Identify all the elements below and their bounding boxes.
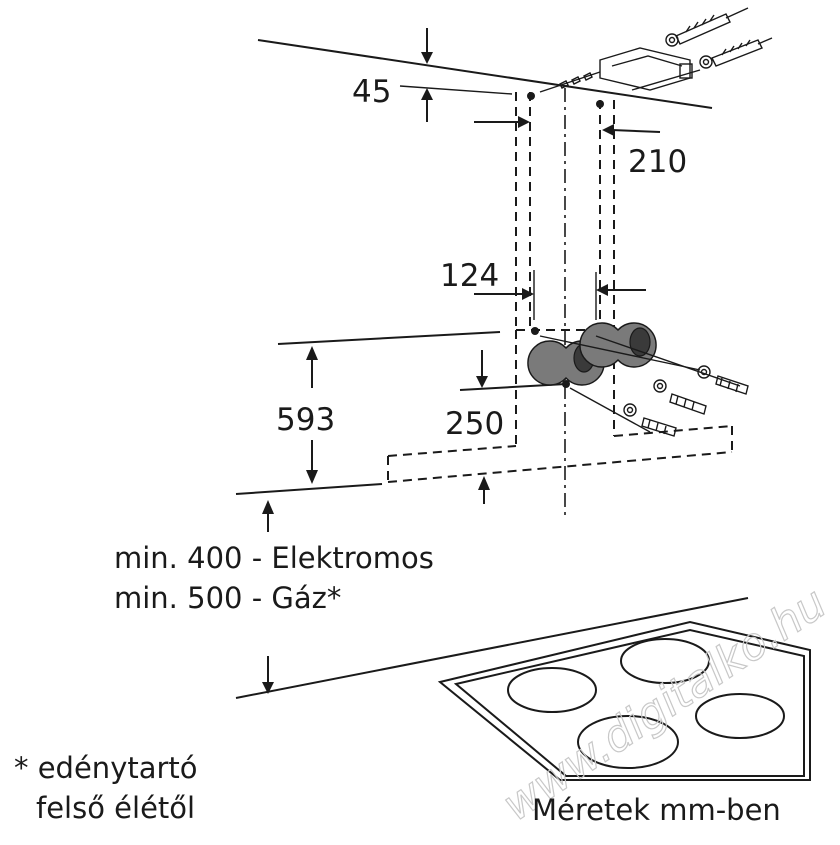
dim-45-top-arrow: [421, 52, 433, 64]
clearance-electric: min. 400 - Elektromos: [114, 541, 434, 575]
upper-screw-right: [596, 100, 604, 108]
dim-210-label: 210: [628, 144, 687, 180]
burner-front: [577, 715, 679, 769]
hood-canopy-left: [387, 445, 517, 457]
clearance-hood-arrow: [478, 476, 490, 490]
upper-screw-left: [527, 92, 535, 100]
burner-back: [620, 638, 710, 684]
dim-45-bottom-arrow: [421, 88, 433, 100]
burner-left: [507, 667, 597, 713]
dim-45-label: 45: [352, 74, 391, 110]
burner-right: [695, 693, 785, 739]
dim-250-label: 250: [445, 406, 504, 442]
worktop-line: [235, 597, 749, 699]
lower-wall-plugs: [527, 322, 749, 437]
dim-45-extension: [399, 85, 513, 95]
dim-124-right-arrow: [596, 284, 608, 296]
hood-canopy-bottom: [387, 451, 733, 483]
dim-124-left-arrow: [522, 288, 534, 300]
dim-210-left-arrow: [518, 116, 530, 128]
upper-wall-plugs: [665, 7, 773, 69]
hood-bottom-line: [235, 483, 383, 495]
dim-593-bottom-arrow: [306, 470, 318, 484]
dim-593-top-arrow: [306, 346, 318, 360]
clearance-top-arrow: [262, 500, 274, 514]
upper-bracket-hardware: [539, 47, 701, 93]
dim-210-right-arrow: [602, 124, 614, 136]
hood-canopy-right: [613, 425, 733, 437]
lower-screw-left: [531, 327, 539, 335]
clearance-gas: min. 500 - Gáz*: [114, 581, 341, 615]
cooktop: [437, 620, 811, 781]
units-note: Méretek mm-ben: [532, 793, 781, 827]
dim-124-label: 124: [440, 258, 499, 294]
dim-593-label: 593: [276, 402, 335, 438]
ceiling-line: [257, 39, 713, 109]
dim-250-arrow: [476, 376, 488, 388]
footnote-line2: felső élétől: [36, 791, 195, 825]
footnote-line1: * edénytartó: [14, 751, 198, 785]
clearance-bottom-arrow: [262, 682, 274, 694]
dim-210-right-line: [611, 129, 661, 133]
hood-top-line: [277, 331, 501, 345]
